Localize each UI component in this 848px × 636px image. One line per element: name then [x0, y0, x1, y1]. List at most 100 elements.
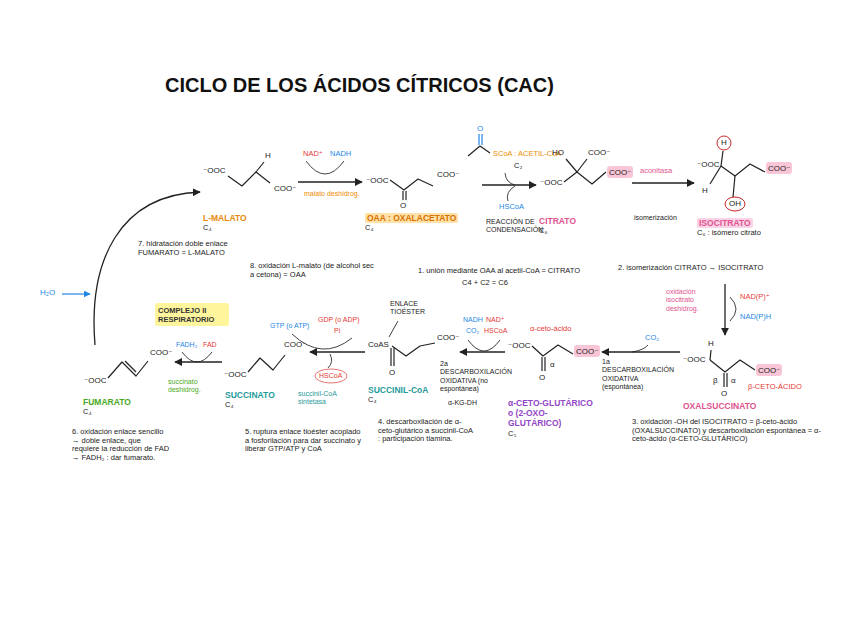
- skeletal-structure-part: [733, 176, 735, 197]
- cofactor-label: NAD⁺: [486, 316, 504, 324]
- atom-label: ⁻OOC: [508, 341, 530, 350]
- skeletal-structure-part: [721, 151, 723, 166]
- reaction-arrow: [175, 361, 222, 362]
- highlight-circle: [315, 136, 745, 383]
- enzyme-label: α-KG-DH: [448, 399, 477, 407]
- skeletal-structure-part: [402, 191, 403, 200]
- enzyme-label: malato deshidrog.: [304, 190, 362, 198]
- skeletal-structure-part: [392, 343, 435, 356]
- skeletal-structure-part: [108, 361, 148, 378]
- skeletal-structure-part: [564, 172, 606, 184]
- atom-label: COO⁻: [284, 340, 306, 349]
- node-title: COMPLEJO II RESPIRATORIO: [158, 306, 226, 324]
- atom-label: COO⁻: [609, 168, 631, 177]
- cofactor-label: NAD⁺: [303, 150, 323, 159]
- node-subtext: C₄: [203, 223, 295, 232]
- cofactor-arc-part: [730, 297, 736, 321]
- skeletal-structure-part: [544, 357, 545, 371]
- atom-label: H: [708, 339, 714, 348]
- cofactor-arc-part: [306, 161, 344, 174]
- node-title: CITRATO: [539, 216, 576, 226]
- atom-label: ⁻OOC: [84, 376, 106, 385]
- atom-label: O: [477, 124, 483, 133]
- reaction-arrow: [724, 284, 725, 335]
- cofactor-label: Pi: [334, 327, 340, 335]
- cofactor-label: FADH₂: [176, 341, 197, 349]
- cofactor-label: NADH: [330, 150, 351, 159]
- atom-label: OH: [729, 199, 741, 208]
- cofactor-label: CO₂: [466, 327, 479, 335]
- skeletal-structure-part: [390, 348, 391, 366]
- skeletal-structure-part: [532, 345, 573, 356]
- highlight-patch-part: [766, 162, 792, 174]
- enzyme-label: succinato deshidrog.: [168, 378, 224, 395]
- reaction-arrow: [482, 184, 536, 185]
- node-subtext: C₅: [508, 429, 599, 438]
- step-note: 2. isomerización CITRATO → ISOCITRATO: [618, 264, 793, 273]
- node-title: ISOCITRATO: [697, 218, 753, 228]
- node-title: OAA : OXALACETATO: [365, 213, 458, 223]
- reaction-arrow: [460, 351, 505, 352]
- cofactor-arc-part: [505, 173, 515, 185]
- cofactor-label: NADH: [463, 316, 483, 324]
- atom-label: ⁻OOC: [697, 160, 719, 169]
- cofactor-label: HSCoA: [499, 203, 524, 212]
- enzyme-label: succinil-CoA sintetasa: [298, 390, 360, 407]
- enzyme-label: oxidación isocitrato deshidrog.: [666, 288, 722, 313]
- atom-label: COO⁻: [758, 366, 780, 375]
- enzyme-label: 2a DESCARBOXILACIÓN OXIDATIVA (no espont…: [440, 360, 520, 394]
- skeletal-structure-part: [125, 361, 136, 372]
- skeletal-structure-part: [541, 357, 542, 371]
- skeletal-structure-part: [468, 146, 490, 156]
- atom-label: ⁻OOC: [366, 176, 388, 185]
- atom-label: HO: [552, 148, 564, 157]
- cofactor-label: HSCoA: [319, 372, 342, 380]
- reaction-arrow: [602, 351, 680, 352]
- class-label: α-ceto-ácido: [530, 325, 571, 334]
- carbon-count: C₂: [514, 162, 522, 171]
- skeletal-structure-part: [710, 350, 711, 360]
- skeletal-structure-part: [390, 179, 433, 190]
- skeletal-structure-part: [721, 164, 765, 176]
- skeletal-structure-part: [393, 348, 394, 366]
- node-subtext: C₆ : isómero citrato: [697, 228, 801, 237]
- node-title: α-CETO-GLUTÁRICO o (2-OXO-GLUTÁRICO): [508, 398, 599, 429]
- reaction-arrow: [298, 181, 362, 182]
- highlight-patch: [574, 162, 792, 376]
- skeletal-structure-part: [478, 134, 479, 145]
- step-note: 3. oxidación -OH del ISOCITRATO = β-ceto…: [632, 418, 837, 444]
- cofactor-label: HSCoA: [484, 327, 507, 335]
- skeletal-structure-part: [248, 355, 285, 372]
- node-subtext: C₄: [365, 223, 479, 232]
- substrate-label: SCoA : ACETIL-CoA: [493, 150, 561, 159]
- reaction-arrow: [310, 351, 365, 352]
- enzyme-label: aconitasa: [640, 166, 672, 175]
- node-title: L-MALATO: [203, 213, 247, 223]
- skeletal-structure-part: [577, 159, 587, 172]
- reaction-note: isomerización: [634, 214, 677, 222]
- skeletal-structure-part: [566, 159, 577, 172]
- step-note: 4. descarboxilación de α-ceto-glutárico …: [378, 418, 476, 444]
- skeletal-structure-part: [405, 191, 406, 200]
- cofactor-arc-part: [182, 352, 212, 362]
- atom-label: ⁻OOC: [683, 355, 705, 364]
- water-arrow: [62, 294, 90, 295]
- step-note: 6. oxidación enlace sencillo → doble enl…: [72, 428, 170, 463]
- node-title: FUMARATO: [83, 397, 131, 407]
- atom-label: COO⁻: [437, 170, 459, 179]
- node-title: OXALSUCCINATO: [683, 401, 756, 411]
- atom-label: O: [389, 368, 395, 377]
- atom-label: ⁻OOC: [203, 166, 225, 175]
- atom-label: CoAS: [368, 340, 389, 349]
- skeletal-structure-part: [481, 134, 482, 145]
- atom-label: O: [721, 389, 727, 398]
- skeletal-structure-part: [710, 360, 755, 372]
- atom-label: COO⁻: [768, 164, 790, 173]
- highlight-patch-part: [574, 345, 600, 357]
- highlight-circle-part: [725, 197, 745, 211]
- cofactor-label: NAD(P)H: [740, 313, 771, 322]
- atom-label: COO⁻: [576, 347, 598, 356]
- skeletal-structure: [108, 134, 765, 387]
- step-note: 8. oxidación L-malato (de alcohol sec a …: [250, 262, 380, 279]
